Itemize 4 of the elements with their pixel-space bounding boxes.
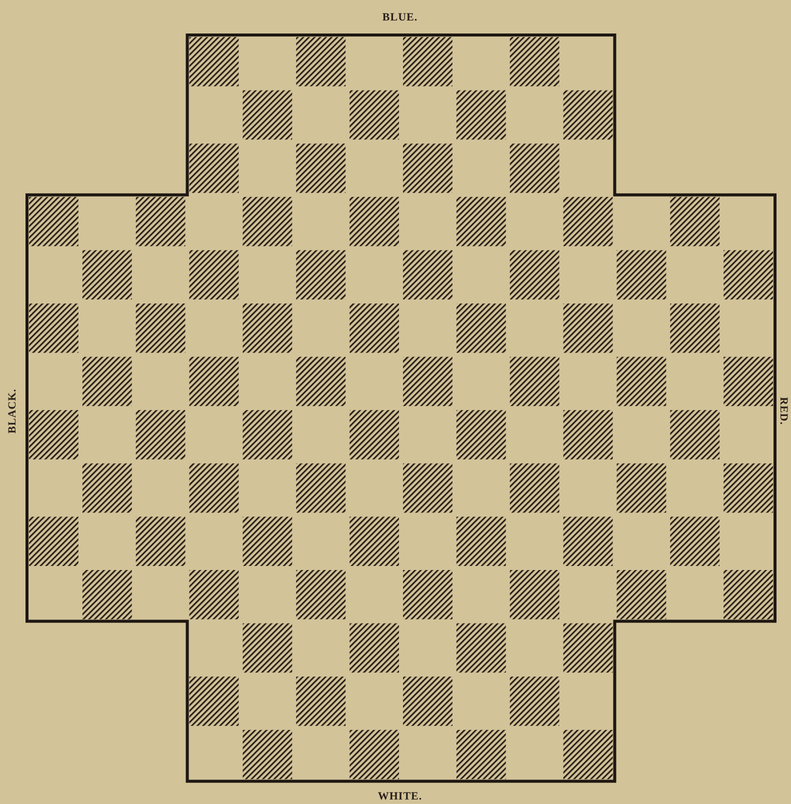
- side-label: WHITE.: [378, 792, 422, 802]
- side-label: RED.: [778, 397, 788, 425]
- side-label: BLACK.: [8, 388, 18, 434]
- side-label: BLUE.: [382, 12, 418, 24]
